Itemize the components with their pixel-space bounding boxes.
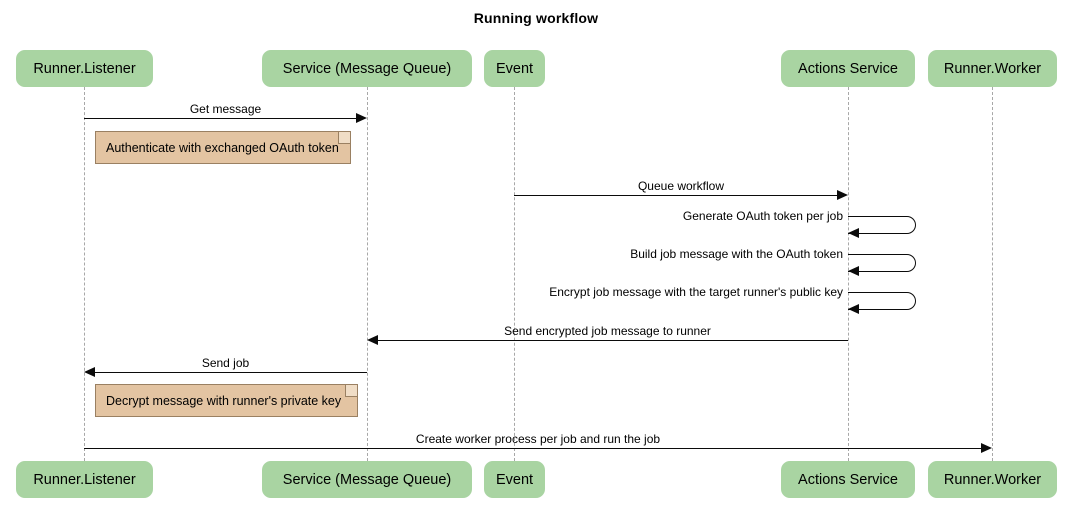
participant-event-top[interactable]: Event: [484, 50, 545, 87]
message-label-send-job: Send job: [201, 356, 250, 370]
self-message-label-encrypt-job-message: Encrypt job message with the target runn…: [549, 285, 843, 299]
arrowhead-send-job: [84, 367, 95, 377]
lifeline-runner-worker: [992, 87, 993, 461]
arrowhead-queue-workflow: [837, 190, 848, 200]
note-decrypt: Decrypt message with runner's private ke…: [95, 384, 358, 417]
message-label-send-encrypted-job-message: Send encrypted job message to runner: [504, 324, 711, 338]
self-message-loop-encrypt-job-message: [848, 292, 916, 310]
self-message-label-generate-oauth-token: Generate OAuth token per job: [682, 209, 843, 223]
arrowhead-generate-oauth-token: [848, 228, 859, 238]
note-decrypt-text: Decrypt message with runner's private ke…: [106, 393, 342, 408]
arrowhead-build-job-message: [848, 266, 859, 276]
message-label-queue-workflow: Queue workflow: [637, 179, 725, 193]
self-message-label-build-job-message: Build job message with the OAuth token: [630, 247, 843, 261]
arrowhead-send-encrypted-job-message: [367, 335, 378, 345]
participant-actions-service-bottom[interactable]: Actions Service: [781, 461, 915, 498]
message-line-create-worker-process: [84, 448, 981, 449]
message-line-send-job: [95, 372, 367, 373]
participant-service-message-queue-bottom[interactable]: Service (Message Queue): [262, 461, 472, 498]
note-fold-icon: [338, 132, 350, 144]
participant-service-message-queue-top[interactable]: Service (Message Queue): [262, 50, 472, 87]
message-label-get-message: Get message: [189, 102, 262, 116]
arrowhead-create-worker-process: [981, 443, 992, 453]
participant-event-bottom[interactable]: Event: [484, 461, 545, 498]
participant-runner-worker-bottom[interactable]: Runner.Worker: [928, 461, 1057, 498]
note-authenticate: Authenticate with exchanged OAuth token: [95, 131, 351, 164]
note-fold-icon: [345, 385, 357, 397]
self-message-loop-generate-oauth-token: [848, 216, 916, 234]
self-message-loop-build-job-message: [848, 254, 916, 272]
lifeline-runner-listener: [84, 87, 85, 461]
message-line-send-encrypted-job-message: [378, 340, 848, 341]
lifeline-event: [514, 87, 515, 461]
message-label-create-worker-process: Create worker process per job and run th…: [415, 432, 661, 446]
participant-runner-listener-top[interactable]: Runner.Listener: [16, 50, 153, 87]
message-line-queue-workflow: [514, 195, 837, 196]
message-line-get-message: [84, 118, 356, 119]
participant-runner-listener-bottom[interactable]: Runner.Listener: [16, 461, 153, 498]
arrowhead-get-message: [356, 113, 367, 123]
diagram-title: Running workflow: [473, 10, 599, 26]
arrowhead-encrypt-job-message: [848, 304, 859, 314]
participant-actions-service-top[interactable]: Actions Service: [781, 50, 915, 87]
note-authenticate-text: Authenticate with exchanged OAuth token: [106, 140, 339, 155]
participant-runner-worker-top[interactable]: Runner.Worker: [928, 50, 1057, 87]
lifeline-service-message-queue: [367, 87, 368, 461]
